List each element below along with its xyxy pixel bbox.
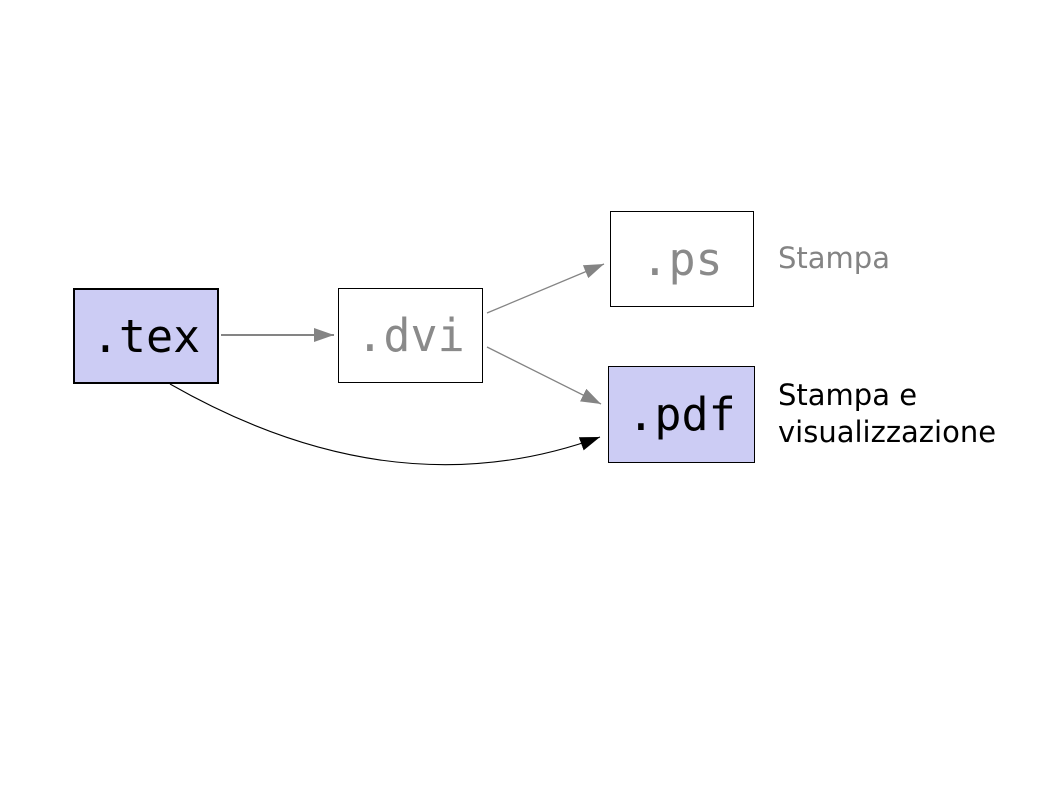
node-dvi-label: .dvi <box>356 309 465 362</box>
node-tex: .tex <box>73 288 219 384</box>
edge-dvi-to-pdf <box>486 346 602 405</box>
edge-tex-to-pdf-curve <box>169 383 601 466</box>
node-pdf: .pdf <box>608 366 755 463</box>
node-pdf-label: .pdf <box>627 388 736 441</box>
node-ps: .ps <box>610 211 754 307</box>
annotation-stampa-line1: Stampa <box>778 241 890 275</box>
annotation-pdf-line1: Stampa e <box>778 378 918 412</box>
annotation-stampa-e-visualizzazione: Stampa e visualizzazione <box>778 377 996 451</box>
annotation-stampa: Stampa <box>778 240 890 277</box>
node-dvi: .dvi <box>338 288 483 383</box>
annotation-pdf-line2: visualizzazione <box>778 415 997 449</box>
edge-dvi-to-ps <box>486 263 605 314</box>
node-tex-label: .tex <box>91 309 201 363</box>
node-ps-label: .ps <box>641 232 723 286</box>
